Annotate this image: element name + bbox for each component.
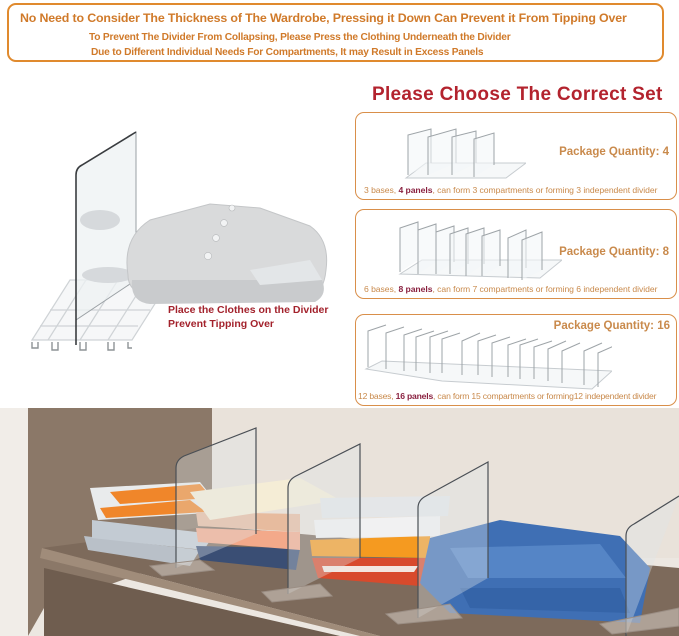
choose-set-heading: Please Choose The Correct Set bbox=[372, 84, 663, 105]
set-16-quantity: Package Quantity: 16 bbox=[553, 320, 670, 332]
set-16-panels-count: 16 panels bbox=[395, 391, 434, 401]
notice-line-2: To Prevent The Divider From Collapsing, … bbox=[89, 32, 511, 43]
set-4-product-image bbox=[404, 128, 526, 179]
set-4-quantity: Package Quantity: 4 bbox=[559, 146, 669, 158]
divider-illustration bbox=[10, 120, 350, 360]
set-8-description: 6 bases, 8 panels, can form 7 compartmen… bbox=[364, 284, 658, 294]
caption-line-2: Prevent Tipping Over bbox=[168, 318, 274, 330]
set-16-product-image bbox=[364, 324, 612, 390]
notice-line-1: No Need to Consider The Thickness of The… bbox=[20, 11, 627, 25]
notice-line-3: Due to Different Individual Needs For Co… bbox=[91, 47, 484, 58]
set-16-description: 12 bases, 16 panels, can form 15 compart… bbox=[358, 391, 657, 401]
set-8-panels-count: 8 panels bbox=[398, 284, 433, 294]
set-8-quantity: Package Quantity: 8 bbox=[559, 246, 669, 258]
illustration-caption: Place the Clothes on the Divider Prevent… bbox=[168, 303, 328, 331]
notice-banner: No Need to Consider The Thickness of The… bbox=[7, 3, 664, 62]
closet-shelf-photo bbox=[0, 408, 679, 636]
set-option-8[interactable]: Package Quantity: 8 6 bases, 8 panels, c… bbox=[355, 209, 677, 299]
divider-with-sweater-image bbox=[30, 131, 328, 351]
set-option-4[interactable]: Package Quantity: 4 3 bases, 4 panels, c… bbox=[355, 112, 677, 200]
set-4-description: 3 bases, 4 panels, can form 3 compartmen… bbox=[364, 185, 658, 195]
caption-line-1: Place the Clothes on the Divider bbox=[168, 304, 329, 316]
set-8-product-image bbox=[398, 221, 562, 280]
set-option-16[interactable]: Package Quantity: 16 12 bases, 16 panels… bbox=[355, 314, 677, 406]
set-4-panels-count: 4 panels bbox=[398, 185, 433, 195]
shelf-with-dividers-image bbox=[0, 408, 679, 636]
